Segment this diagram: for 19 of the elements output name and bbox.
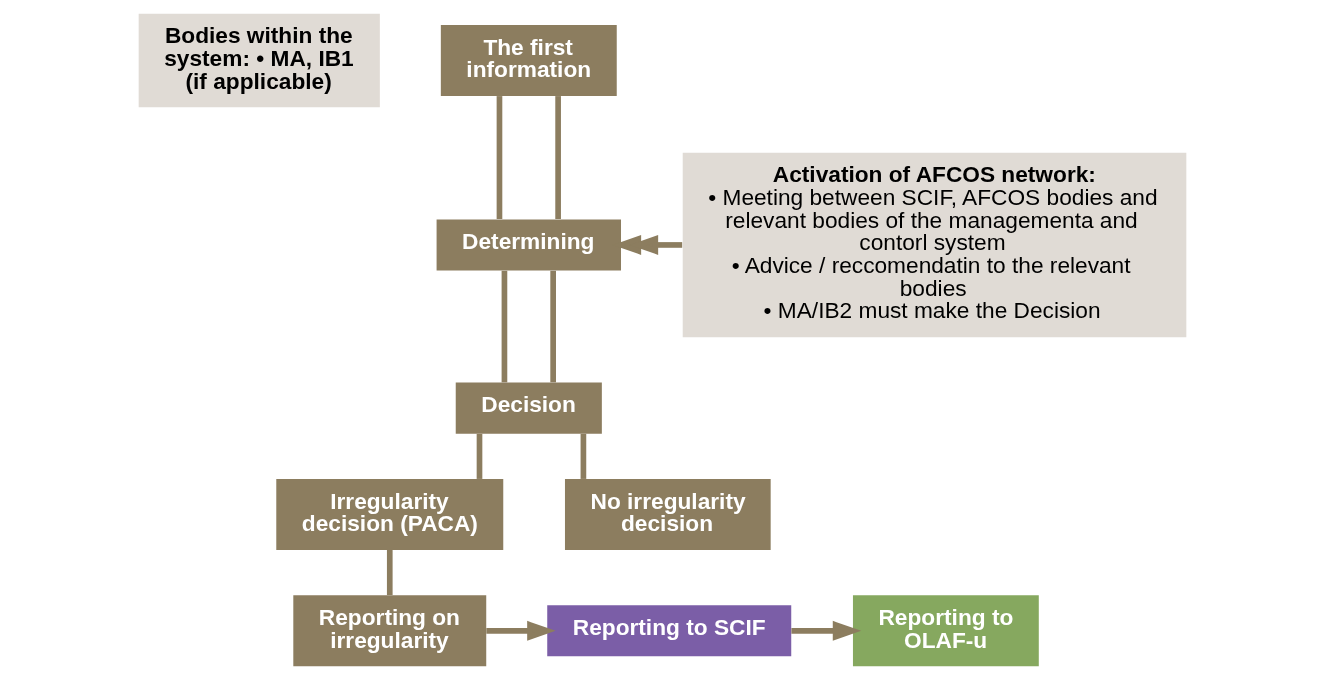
connector	[555, 96, 561, 219]
connector	[386, 550, 393, 596]
connector	[501, 270, 508, 383]
arrow	[791, 620, 862, 641]
node-box: The first information	[440, 25, 617, 96]
node-box: Reporting to OLAF-u	[852, 595, 1039, 667]
node-box: Irregularity decision (PACA)	[276, 479, 504, 550]
node-box: Bodies within the system: • MA, IB1 (if applicable)	[138, 13, 380, 108]
node-box: No irregularity decision	[564, 479, 771, 550]
node-box: Reporting to SCIF	[547, 605, 792, 657]
connector	[496, 96, 503, 219]
node-box: Reporting on irregularity	[293, 595, 487, 667]
node-box: Activation of AFCOS network: • Meeting between SCIF, AFCOS bodies and relevant bodies of the managementa and contorl system • Advice / reccomendatin to the relevant bodies • MA/IB2 must make the Decision	[682, 152, 1187, 338]
connector	[580, 433, 587, 479]
connector	[476, 433, 483, 479]
node-box: Decision	[455, 382, 602, 434]
node-box: Determining	[436, 219, 621, 271]
arrow	[486, 620, 556, 641]
connector	[550, 270, 556, 383]
